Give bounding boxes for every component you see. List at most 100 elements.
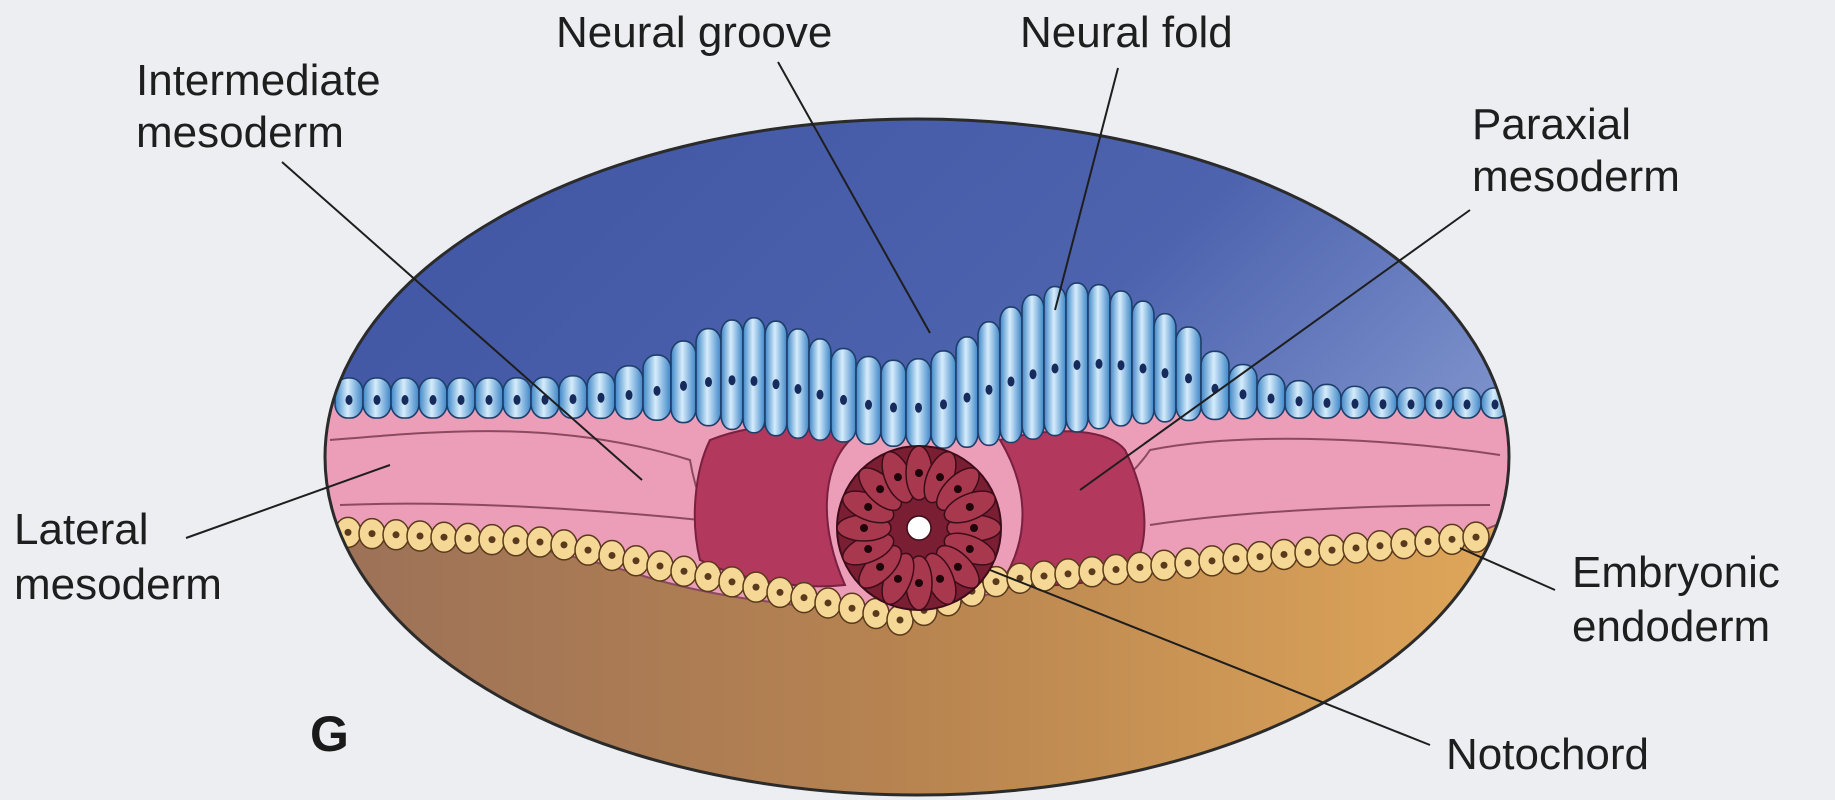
ectoderm-nucleus [346,395,353,405]
ectoderm-cell [743,318,765,433]
ectoderm-nucleus [1352,399,1359,409]
endoderm-nucleus [705,573,712,580]
ectoderm-nucleus [1074,360,1081,370]
endoderm-nucleus [1089,568,1096,575]
label-paraxial-line2: mesoderm [1472,152,1680,202]
notochord-nucleus [860,524,868,532]
endoderm-nucleus [681,568,688,575]
ectoderm-cell [956,337,978,447]
panel-letter: G [310,705,349,763]
label-endoderm-line1: Embryonic [1572,548,1780,598]
label-lateral-line2: mesoderm [14,560,222,610]
paraxial-mesoderm-left [695,425,850,586]
endoderm-nucleus [1425,538,1432,545]
ectoderm-nucleus [1408,399,1415,409]
endoderm-nucleus [441,534,448,541]
ectoderm-nucleus [1464,399,1471,409]
ectoderm-cell [721,320,743,429]
ectoderm-nucleus [402,395,409,405]
endoderm-nucleus [897,617,904,624]
notochord-nucleus [954,563,962,571]
ectoderm-nucleus [1240,389,1247,399]
notochord-nucleus [936,473,944,481]
endoderm-nucleus [993,578,1000,585]
ectoderm-nucleus [865,400,872,410]
ectoderm-nucleus [1436,399,1443,409]
endoderm-nucleus [1185,560,1192,567]
ectoderm-nucleus [374,395,381,405]
ectoderm-nucleus [795,384,802,394]
ectoderm-cell [1066,283,1088,432]
endoderm-nucleus [825,599,832,606]
ectoderm-nucleus [840,395,847,405]
ectoderm-nucleus [1296,396,1303,406]
ectoderm-cell [1110,291,1132,426]
label-notochord: Notochord [1446,730,1649,780]
label-endoderm-line2: endoderm [1572,602,1770,652]
notochord-nucleus [876,485,884,493]
endoderm-nucleus [849,605,856,612]
endoderm-nucleus [1449,536,1456,543]
endoderm-nucleus [873,610,880,617]
ectoderm-cell [809,339,831,440]
ectoderm-nucleus [1185,373,1192,383]
ectoderm-nucleus [964,393,971,403]
endoderm-nucleus [753,584,760,591]
notochord-nucleus [936,575,944,583]
endoderm-nucleus [345,529,352,536]
ectoderm-nucleus [729,375,736,385]
endoderm-nucleus [585,547,592,554]
notochord-rosette [837,446,1001,610]
endoderm-nucleus [1113,566,1120,573]
endoderm-nucleus [1065,570,1072,577]
ectoderm-nucleus [817,390,824,400]
endoderm-nucleus [609,552,616,559]
endoderm-nucleus [561,541,568,548]
ectoderm-nucleus [1008,377,1015,387]
ectoderm-nucleus [773,379,780,389]
endoderm-nucleus [1353,544,1360,551]
ectoderm-cell [978,322,1000,446]
notochord-nucleus [864,545,872,553]
endoderm-nucleus [1401,540,1408,547]
endoderm-nucleus [1473,534,1480,541]
notochord-nucleus [876,563,884,571]
ectoderm-nucleus [915,403,922,413]
endoderm-nucleus [1209,557,1216,564]
ectoderm-cell [1154,314,1176,422]
endoderm-nucleus [1233,555,1240,562]
notochord-nucleus [954,485,962,493]
endoderm-nucleus [1137,564,1144,571]
endoderm-nucleus [1161,562,1168,569]
label-intermediate-line2: mesoderm [136,108,344,158]
endoderm-nucleus [1041,573,1048,580]
ectoderm-cell [1132,301,1154,423]
ectoderm-nucleus [430,395,437,405]
notochord-nucleus [915,579,923,587]
ectoderm-nucleus [598,393,605,403]
notochord-nucleus [864,503,872,511]
endoderm-nucleus [513,537,520,544]
ectoderm-cell [765,321,787,436]
ectoderm-cell [1022,295,1044,439]
endoderm-nucleus [801,594,808,601]
label-lateral-line1: Lateral [14,505,149,555]
ectoderm-nucleus [1140,364,1147,374]
ectoderm-nucleus [514,395,521,405]
ectoderm-nucleus [986,385,993,395]
endoderm-nucleus [465,535,472,542]
endoderm-nucleus [393,531,400,538]
ectoderm-cell [787,329,809,438]
ectoderm-nucleus [1052,364,1059,374]
ectoderm-cell [1088,285,1110,429]
endoderm-nucleus [729,578,736,585]
ectoderm-nucleus [570,394,577,404]
ectoderm-nucleus [940,399,947,409]
ectoderm-nucleus [890,403,897,413]
ectoderm-nucleus [1324,398,1331,408]
ectoderm-nucleus [1492,399,1499,409]
ectoderm-nucleus [1162,368,1169,378]
notochord-nucleus [970,524,978,532]
endoderm-nucleus [369,530,376,537]
endoderm-nucleus [417,533,424,540]
